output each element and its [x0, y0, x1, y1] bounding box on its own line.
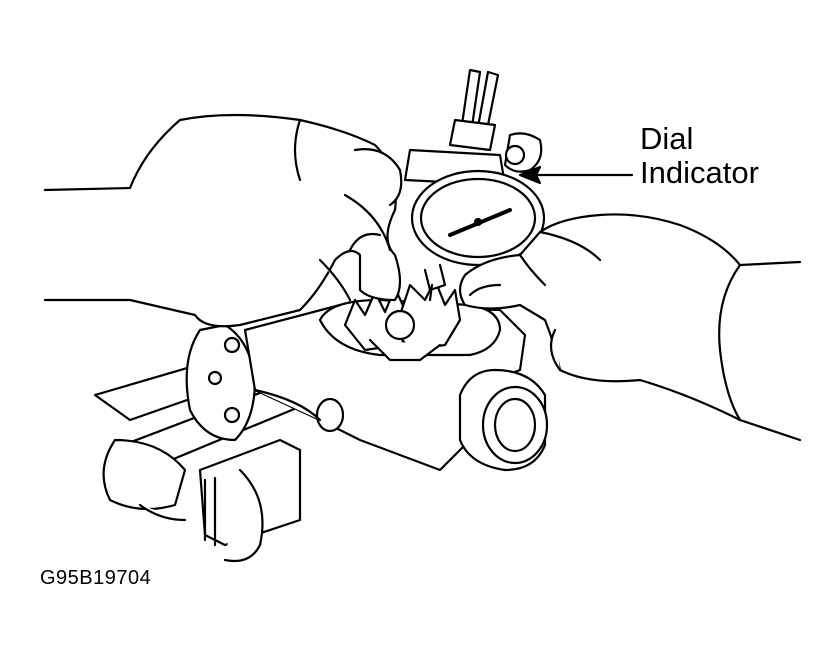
flange	[187, 325, 255, 440]
indicator-stand	[405, 70, 541, 185]
side-bearing-boss	[460, 370, 547, 470]
left-hand	[45, 115, 401, 326]
pinion-gears	[345, 280, 460, 360]
leader-arrow	[520, 167, 632, 183]
dial-indicator	[412, 171, 544, 300]
right-hand	[460, 214, 800, 440]
callout-indicator-label: Indicator	[640, 155, 759, 190]
figure-code: G95B19704	[40, 567, 152, 589]
callout-dial-label: Dial	[640, 121, 694, 156]
